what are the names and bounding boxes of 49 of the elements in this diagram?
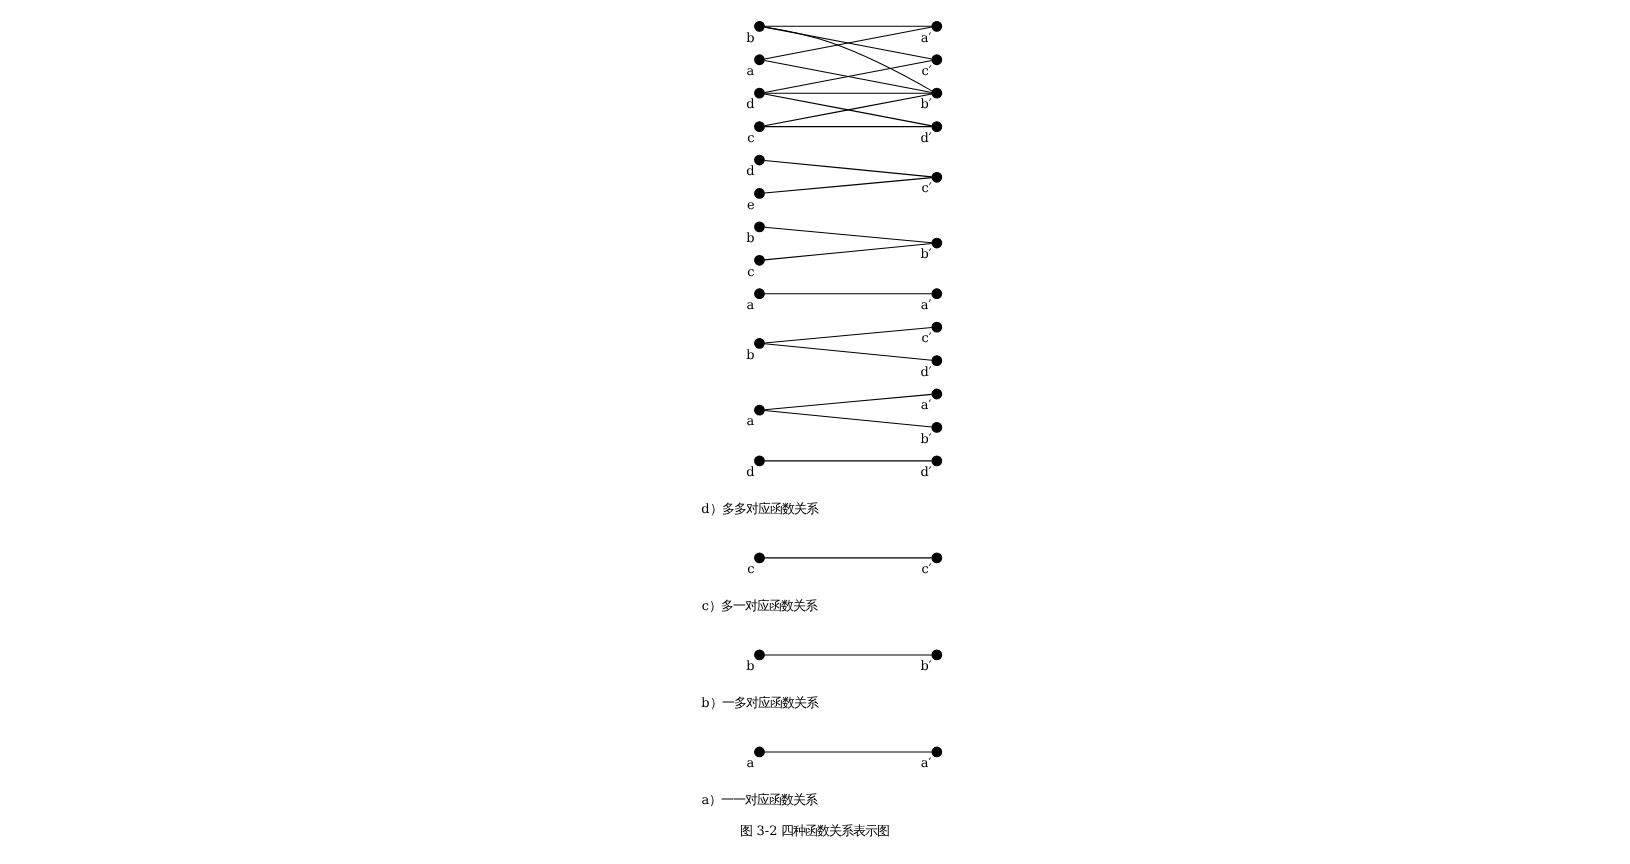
connector <box>764 26 933 60</box>
node-circle <box>754 552 765 564</box>
node-circle <box>931 455 943 467</box>
connector <box>764 751 933 753</box>
node-circle <box>931 552 943 564</box>
node-circle <box>931 237 943 249</box>
connector <box>764 343 933 361</box>
connector <box>764 25 933 27</box>
connector <box>763 26 933 92</box>
node-circle <box>931 355 943 366</box>
node-circle <box>754 221 765 233</box>
node-circle <box>754 254 765 266</box>
node-circle <box>754 154 765 166</box>
node-circle <box>754 746 765 758</box>
node-circle <box>754 404 765 416</box>
node-circle <box>754 20 765 32</box>
node-circle <box>931 20 943 32</box>
node-circle <box>754 54 765 66</box>
connector <box>764 226 933 244</box>
connector <box>764 654 933 656</box>
node-circle <box>931 121 943 132</box>
node-circle <box>931 87 943 99</box>
node-circle <box>754 188 765 199</box>
connector <box>764 393 933 411</box>
connector <box>764 159 933 178</box>
connector <box>764 93 933 127</box>
connector <box>764 126 933 128</box>
connector <box>764 177 933 194</box>
node-circle <box>754 337 765 349</box>
connector <box>764 410 933 428</box>
connector <box>764 460 933 462</box>
connector <box>764 242 933 261</box>
node-circle <box>931 746 943 758</box>
node-circle <box>754 121 765 132</box>
node-circle <box>931 54 943 66</box>
node-circle <box>754 455 765 467</box>
node-circle <box>931 422 943 433</box>
node-circle <box>931 288 943 300</box>
connector <box>764 326 933 344</box>
connector <box>764 92 933 94</box>
node-circle <box>754 87 765 99</box>
node-circle <box>931 321 943 333</box>
node-circle <box>931 649 943 661</box>
connector <box>764 557 933 559</box>
node-circle <box>754 288 765 300</box>
node-circle <box>931 388 943 400</box>
connector <box>764 293 933 295</box>
node-circle <box>931 171 943 183</box>
node-circle <box>754 649 765 661</box>
